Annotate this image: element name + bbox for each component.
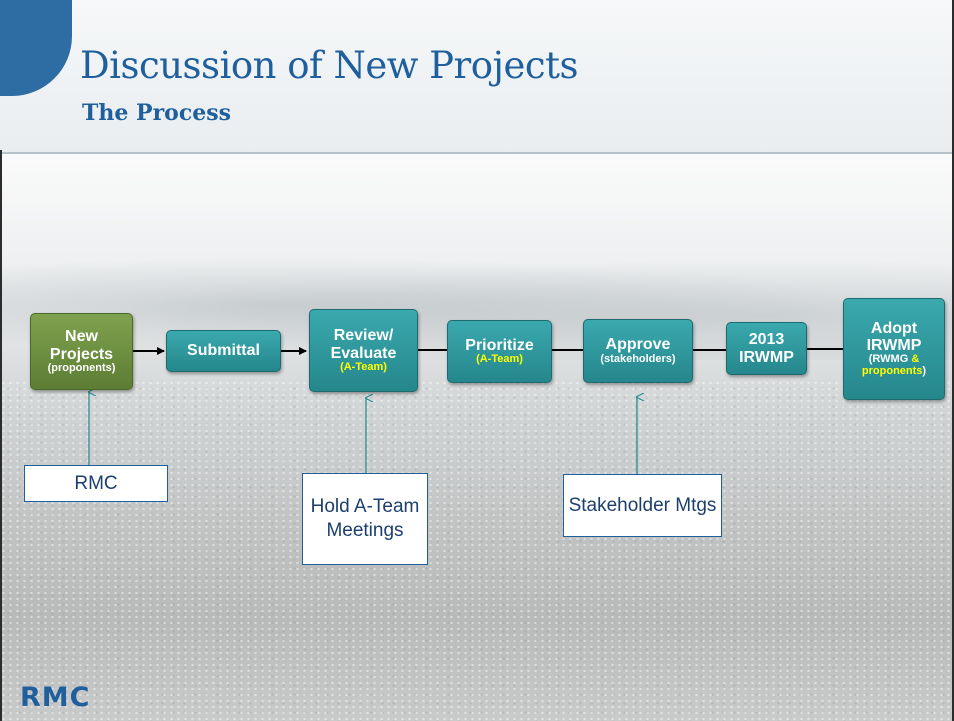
step-adopt-sub-open: (RWMG xyxy=(868,353,912,366)
step-approve: Approve (stakeholders) xyxy=(583,319,693,383)
slide-title: Discussion of New Projects xyxy=(80,44,578,87)
step-prioritize-sub: (A-Team) xyxy=(476,353,523,366)
background-field-texture xyxy=(0,380,954,721)
step-adopt-line1: Adopt xyxy=(870,319,918,337)
step-2013-irwmp: 2013 IRWMP xyxy=(726,322,807,375)
step-submittal: Submittal xyxy=(166,330,281,372)
step-review-line2: Evaluate xyxy=(330,344,397,362)
slide-subtitle: The Process xyxy=(82,100,231,126)
step-adopt-sub-proponents: proponents xyxy=(861,365,923,378)
rmc-logo: RMC xyxy=(20,682,91,713)
step-new-projects-line2: Projects xyxy=(49,345,114,363)
step-adopt-sub2: proponents) xyxy=(861,365,927,378)
step-adopt-sub-amp: & xyxy=(911,353,920,366)
step-new-projects-sub: (proponents) xyxy=(47,361,116,374)
step-submittal-label: Submittal xyxy=(187,342,260,360)
step-irwmp-line1: 2013 xyxy=(748,331,785,349)
note-rmc: RMC xyxy=(24,465,168,502)
step-approve-label: Approve xyxy=(605,336,671,354)
step-irwmp-line2: IRWMP xyxy=(739,348,794,366)
step-adopt-irwmp: Adopt IRWMP (RWMG & proponents) xyxy=(843,298,945,400)
step-new-projects-line1: New xyxy=(65,328,98,346)
note-hold-ateam-meetings: Hold A-Team Meetings xyxy=(302,473,428,565)
step-review-evaluate: Review/ Evaluate (A-Team) xyxy=(309,309,418,392)
step-new-projects: New Projects (proponents) xyxy=(30,313,133,390)
slide-header: Discussion of New Projects The Process xyxy=(0,0,954,154)
slide-border-right xyxy=(952,0,954,721)
slide-border-left xyxy=(0,150,2,721)
note-stakeholder-mtgs: Stakeholder Mtgs xyxy=(563,474,722,537)
step-prioritize-label: Prioritize xyxy=(465,336,534,354)
step-review-sub: (A-Team) xyxy=(340,360,387,373)
step-adopt-sub-close: ) xyxy=(922,365,927,378)
step-adopt-sub: (RWMG & xyxy=(868,353,920,366)
step-approve-sub: (stakeholders) xyxy=(600,352,676,365)
step-adopt-line2: IRWMP xyxy=(866,337,922,355)
step-review-line1: Review/ xyxy=(333,327,394,345)
step-prioritize: Prioritize (A-Team) xyxy=(447,320,552,383)
